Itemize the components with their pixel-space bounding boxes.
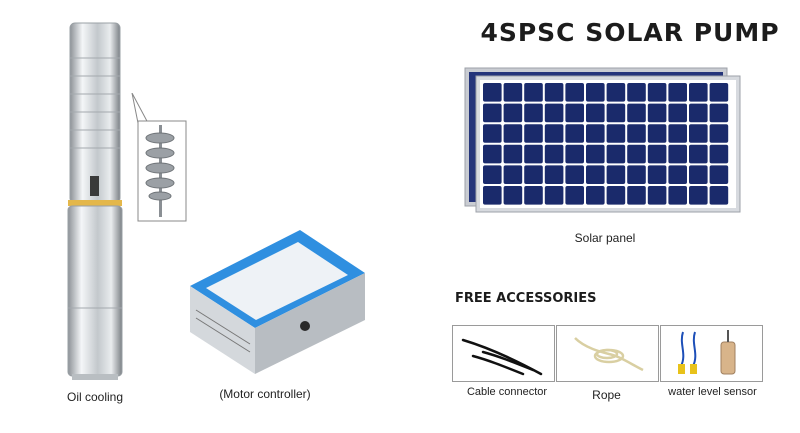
motor-controller-image xyxy=(180,228,370,378)
pump-caption: Oil cooling xyxy=(66,390,124,404)
pump-image xyxy=(58,18,133,383)
impeller-detail xyxy=(130,93,188,223)
rope-label: Rope xyxy=(592,388,621,402)
rope-box xyxy=(556,325,659,382)
controller-caption: (Motor controller) xyxy=(219,387,311,401)
solar-panel-image xyxy=(460,64,745,214)
cable-connector-box xyxy=(452,325,555,382)
accessories-heading: FREE ACCESSORIES xyxy=(455,291,597,306)
solar-panel-caption: Solar panel xyxy=(574,231,636,245)
cable-connector-label: Cable connector xyxy=(466,386,548,398)
water-level-sensor-label: water level sensor xyxy=(668,386,757,398)
page-title: 4SPSC SOLAR PUMP xyxy=(480,18,780,47)
water-level-sensor-box xyxy=(660,325,763,382)
